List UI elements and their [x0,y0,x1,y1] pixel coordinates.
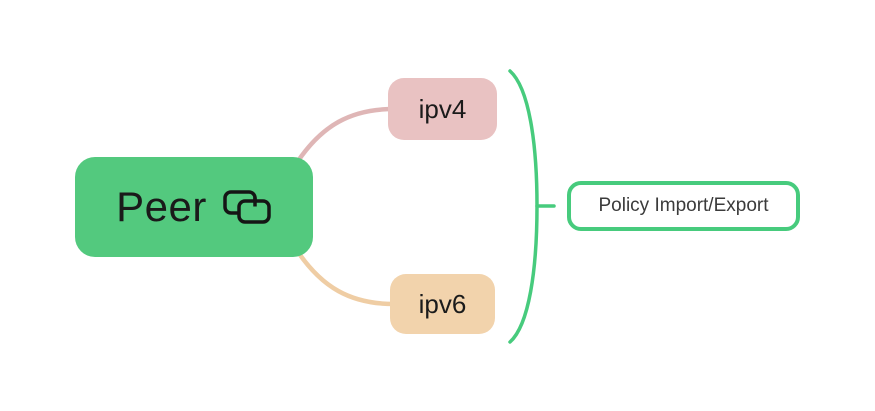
node-peer[interactable]: Peer [75,157,313,257]
node-policy-import-export-label: Policy Import/Export [598,195,769,216]
node-ipv6[interactable]: ipv6 [390,274,495,334]
connector-peer-ipv6 [295,249,397,307]
node-peer-label: Peer [116,183,207,230]
linked-rectangles-icon [223,190,271,224]
node-ipv4-label: ipv4 [418,93,467,124]
node-ipv4[interactable]: ipv4 [388,78,497,140]
node-policy-import-export[interactable]: Policy Import/Export [567,181,800,231]
node-ipv6-label: ipv6 [418,288,467,319]
summary-brace [508,69,539,344]
connector-peer-ipv4 [295,106,397,164]
